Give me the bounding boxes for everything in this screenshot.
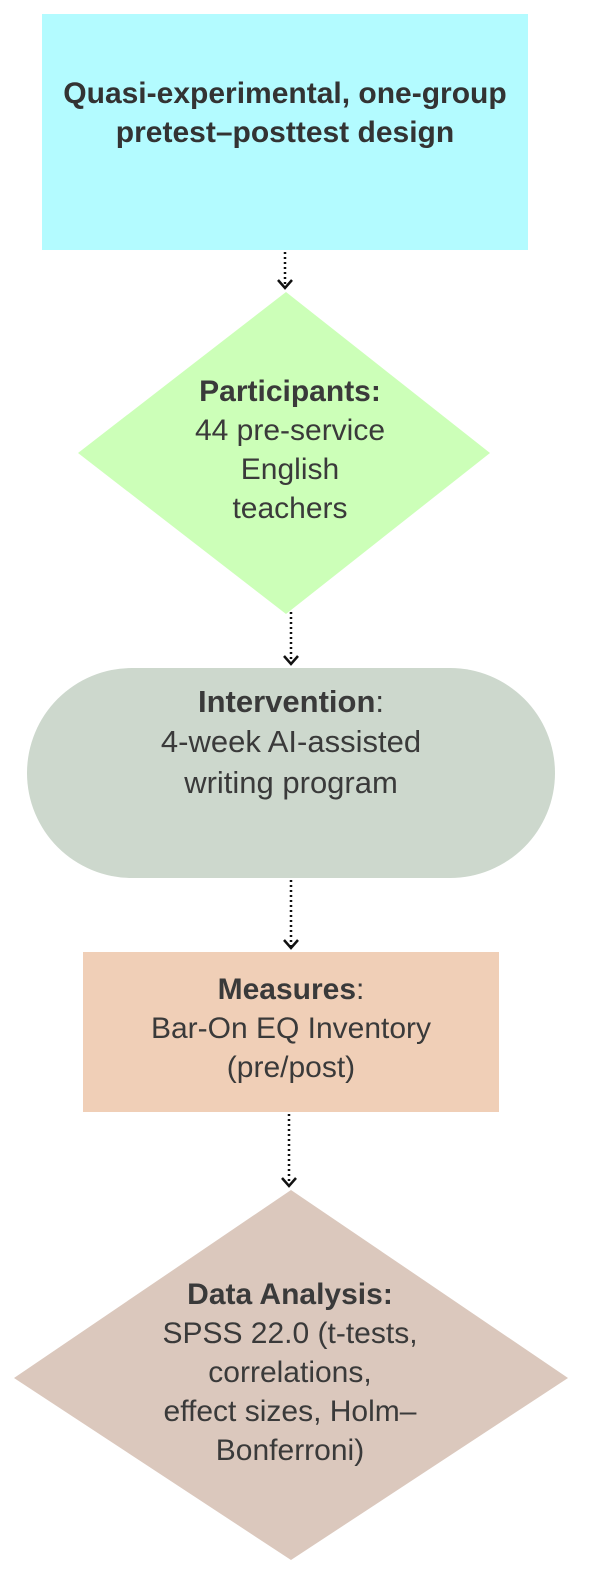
analysis-diamond (14, 1190, 568, 1560)
design-box: Quasi-experimental, one-group pretest–po… (42, 14, 528, 250)
arrowhead-design-to-participants (277, 279, 293, 290)
design-title: Quasi-experimental, one-group pretest–po… (63, 77, 507, 149)
measures-line-1: Bar-On EQ Inventory (150, 1012, 432, 1045)
participants-label: Participants: (199, 375, 381, 408)
measures-heading: Measures: (83, 970, 499, 1009)
measures-text: Measures: Bar-On EQ Inventory (pre/post) (83, 970, 499, 1087)
measures-colon: : (356, 973, 365, 1006)
participants-text: Participants: 44 pre-service English tea… (140, 372, 440, 528)
participants-line-1: 44 pre-service (194, 414, 386, 447)
analysis-line-1: SPSS 22.0 (t-tests, (162, 1317, 418, 1350)
participants-line-3: teachers (232, 492, 348, 525)
analysis-label: Data Analysis: (187, 1278, 393, 1311)
participants-line-2: English (240, 453, 340, 486)
arrowhead-intervention-to-measures (283, 939, 299, 950)
participants-diamond (78, 292, 490, 614)
measures-box: Measures: Bar-On EQ Inventory (pre/post) (83, 952, 499, 1112)
measures-label: Measures (217, 973, 357, 1006)
intervention-line-2: writing program (184, 764, 398, 800)
arrowhead-measures-to-analysis (281, 1177, 297, 1188)
analysis-line-2: correlations, (208, 1356, 372, 1389)
intervention-heading: Intervention: (27, 682, 555, 722)
analysis-line-4: Bonferroni) (215, 1434, 365, 1467)
intervention-line-1: 4-week AI-assisted (160, 724, 422, 760)
arrowhead-participants-to-intervention (283, 655, 299, 666)
intervention-colon: : (375, 684, 385, 719)
intervention-label: Intervention (197, 684, 376, 719)
measures-line-2: (pre/post) (226, 1051, 356, 1084)
intervention-box: Intervention: 4-week AI-assisted writing… (27, 668, 555, 878)
analysis-line-3: effect sizes, Holm– (163, 1395, 417, 1428)
analysis-text: Data Analysis: SPSS 22.0 (t-tests, corre… (90, 1275, 490, 1470)
intervention-text: Intervention: 4-week AI-assisted writing… (27, 682, 555, 803)
